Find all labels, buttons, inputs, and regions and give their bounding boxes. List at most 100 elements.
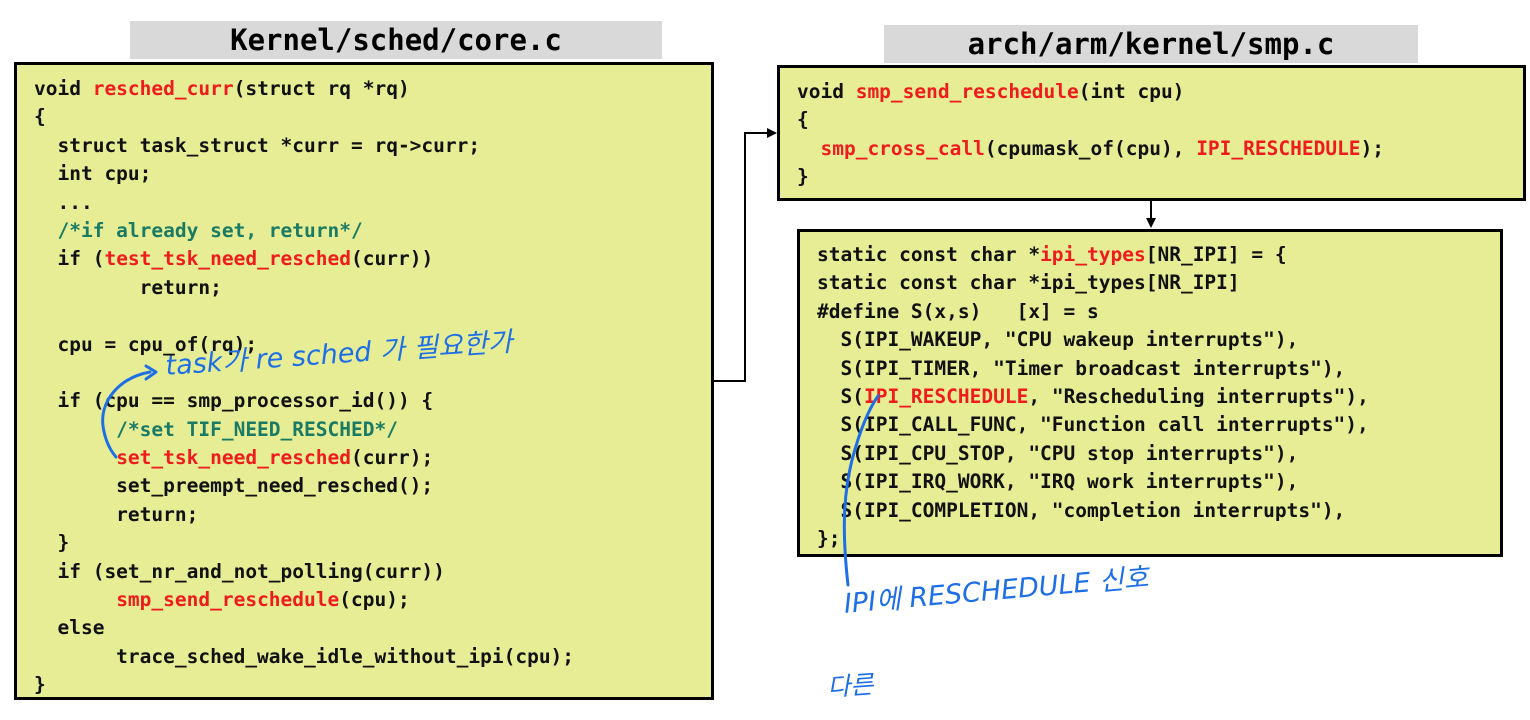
code-token: ); (1360, 136, 1385, 160)
code-token: else (34, 616, 105, 640)
code-line: S(IPI_WAKEUP, "CPU wakeup interrupts"), (817, 326, 1369, 354)
code-token: S(IPI_CALL_FUNC, "Function call interrup… (817, 413, 1369, 437)
code-line: } (797, 163, 1384, 191)
code-token: (cpumask_of(cpu), (984, 136, 1197, 160)
code-line: smp_send_reschedule(cpu); (34, 586, 574, 614)
code-token: if (cpu == smp_processor_id()) { (34, 389, 434, 413)
smp-send-reschedule-code: void smp_send_reschedule(int cpu){ smp_c… (797, 78, 1384, 192)
code-line: S(IPI_TIMER, "Timer broadcast interrupts… (817, 355, 1369, 383)
code-token: S(IPI_TIMER, "Timer broadcast interrupts… (817, 356, 1346, 380)
code-token (797, 137, 820, 160)
code-token: test_tsk_need_resched (104, 247, 351, 271)
code-line: void smp_send_reschedule(int cpu) (797, 78, 1384, 106)
code-line: ... (34, 189, 574, 217)
code-token: set_tsk_need_resched (116, 446, 351, 470)
code-line: if (set_nr_and_not_polling(curr)) (34, 558, 574, 586)
code-line: else (34, 614, 574, 642)
code-line: } (34, 529, 574, 557)
code-token: smp_send_reschedule (116, 588, 340, 612)
code-token: } (34, 673, 46, 697)
code-line: static const char *ipi_types[NR_IPI] (817, 269, 1369, 297)
code-token: int cpu; (34, 162, 152, 186)
code-token: void (797, 80, 856, 103)
code-token: trace_sched_wake_idle_without_ipi(cpu); (34, 644, 575, 668)
code-token: static const char *ipi_types[NR_IPI] (817, 271, 1240, 295)
code-token: void (34, 77, 93, 100)
code-token: S(IPI_COMPLETION, "completion interrupts… (817, 498, 1346, 522)
code-token: return; (34, 502, 199, 526)
code-token: struct task_struct *curr = rq->curr; (34, 133, 481, 157)
code-token: /*if already set, return*/ (34, 218, 363, 242)
core-file-title: Kernel/sched/core.c (130, 21, 662, 59)
resched-curr-code: void resched_curr(struct rq *rq){ struct… (34, 75, 574, 700)
handwritten-note-ipi: IPI에 RESCHEDULE 신호 (842, 562, 1150, 620)
code-token: { (797, 108, 809, 132)
code-token: cpu = cpu_of(rq); (34, 332, 258, 356)
code-line: trace_sched_wake_idle_without_ipi(cpu); (34, 643, 574, 671)
code-line: return; (34, 274, 574, 302)
code-line: S(IPI_CALL_FUNC, "Function call interrup… (817, 411, 1369, 439)
code-line: smp_cross_call(cpumask_of(cpu), IPI_RESC… (797, 135, 1384, 163)
code-line: cpu = cpu_of(rq); (34, 331, 574, 359)
ipi-types-code: static const char *ipi_types[NR_IPI] = {… (817, 241, 1369, 553)
code-token (34, 446, 116, 469)
code-line: } (34, 671, 574, 699)
code-token: smp_cross_call (820, 136, 985, 160)
code-token: (curr); (351, 446, 434, 470)
code-line: int cpu; (34, 160, 574, 188)
code-line: /*if already set, return*/ (34, 217, 574, 245)
code-token: return; (34, 275, 222, 299)
code-token: (int cpu) (1078, 80, 1185, 103)
code-token: ipi_types (1040, 243, 1146, 266)
handwritten-note-other: 다른 (826, 669, 875, 702)
code-line: set_tsk_need_resched(curr); (34, 444, 574, 472)
smp-send-reschedule-code-box: void smp_send_reschedule(int cpu){ smp_c… (777, 65, 1526, 201)
resched-curr-code-box: void resched_curr(struct rq *rq){ struct… (14, 62, 714, 700)
code-token: if (set_nr_and_not_polling(curr)) (34, 559, 445, 583)
code-line: struct task_struct *curr = rq->curr; (34, 132, 574, 160)
code-line: { (34, 103, 574, 131)
code-token: (struct rq *rq) (233, 77, 410, 100)
code-line: S(IPI_RESCHEDULE, "Rescheduling interrup… (817, 383, 1369, 411)
code-line: { (797, 106, 1384, 134)
code-line: /*set TIF_NEED_RESCHED*/ (34, 416, 574, 444)
code-token: S(IPI_WAKEUP, "CPU wakeup interrupts"), (817, 328, 1299, 352)
ipi-types-code-box: static const char *ipi_types[NR_IPI] = {… (797, 229, 1503, 557)
code-token: (curr)) (351, 247, 434, 271)
code-line: #define S(x,s) [x] = s (817, 298, 1369, 326)
code-token: [NR_IPI] = { (1145, 243, 1287, 266)
call-flow-arrow (714, 128, 777, 382)
code-line: S(IPI_CPU_STOP, "CPU stop interrupts"), (817, 440, 1369, 468)
code-token: { (34, 105, 46, 129)
code-token: IPI_RESCHEDULE (863, 384, 1029, 408)
code-token: static const char * (817, 243, 1041, 266)
code-line: set_preempt_need_resched(); (34, 472, 574, 500)
code-token: IPI_RESCHEDULE (1196, 136, 1361, 160)
code-token: } (34, 531, 70, 555)
code-line: }; (817, 525, 1369, 553)
code-token: resched_curr (92, 77, 234, 100)
code-token: } (797, 165, 809, 189)
code-token: /*set TIF_NEED_RESCHED*/ (34, 417, 398, 441)
code-token: S(IPI_CPU_STOP, "CPU stop interrupts"), (817, 441, 1299, 465)
code-line: void resched_curr(struct rq *rq) (34, 75, 574, 103)
code-line: static const char *ipi_types[NR_IPI] = { (817, 241, 1369, 269)
code-token: }; (817, 526, 841, 550)
code-line: S(IPI_COMPLETION, "completion interrupts… (817, 497, 1369, 525)
code-line: if (test_tsk_need_resched(curr)) (34, 245, 574, 273)
code-line: S(IPI_IRQ_WORK, "IRQ work interrupts"), (817, 468, 1369, 496)
code-token: (cpu); (339, 588, 410, 612)
code-token: smp_send_reschedule (855, 80, 1079, 103)
code-token: , "Rescheduling interrupts"), (1028, 384, 1369, 408)
code-token: S( (817, 384, 864, 408)
code-token: ... (34, 190, 93, 214)
code-token: #define S(x,s) [x] = s (817, 299, 1099, 323)
smp-file-title: arch/arm/kernel/smp.c (884, 25, 1418, 63)
code-token: if ( (34, 247, 105, 271)
code-line: if (cpu == smp_processor_id()) { (34, 387, 574, 415)
code-line: return; (34, 501, 574, 529)
code-token: set_preempt_need_resched(); (34, 474, 434, 498)
code-token (34, 588, 116, 611)
code-token: S(IPI_IRQ_WORK, "IRQ work interrupts"), (817, 470, 1299, 494)
